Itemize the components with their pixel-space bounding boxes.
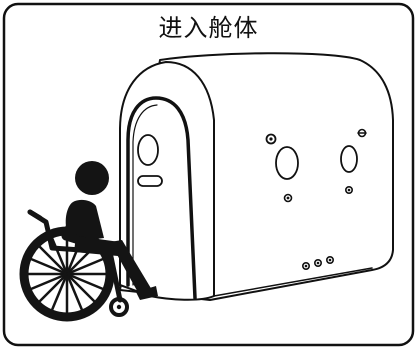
wheel-spokes <box>28 235 106 313</box>
wheelchair-user-icon <box>19 161 158 322</box>
diagram-caption: 进入舱体 <box>158 14 259 42</box>
cabin-door-inner <box>132 104 158 286</box>
wheel-caster-hub <box>116 304 122 310</box>
person-thigh <box>74 236 120 256</box>
door-handle <box>137 175 163 187</box>
cabin-capsule <box>119 52 394 301</box>
cabin-door <box>126 96 197 300</box>
door-window <box>137 134 159 166</box>
outer-border <box>2 2 415 347</box>
fitting-mid-left-dot <box>286 196 290 200</box>
fitting-top-left-dot <box>269 137 273 141</box>
connector-1-dot <box>304 264 308 268</box>
connector-3-dot <box>328 258 332 262</box>
cabin-base-line <box>213 267 373 297</box>
side-window-left <box>275 146 299 180</box>
chair-handle <box>27 209 43 221</box>
side-window-right <box>340 145 358 173</box>
connector-2-dot <box>316 261 320 265</box>
fitting-mid-right-dot <box>347 188 351 192</box>
cabin-front <box>119 61 215 301</box>
person-foot <box>136 286 158 300</box>
person-leg <box>110 240 152 296</box>
person-head <box>75 161 109 195</box>
